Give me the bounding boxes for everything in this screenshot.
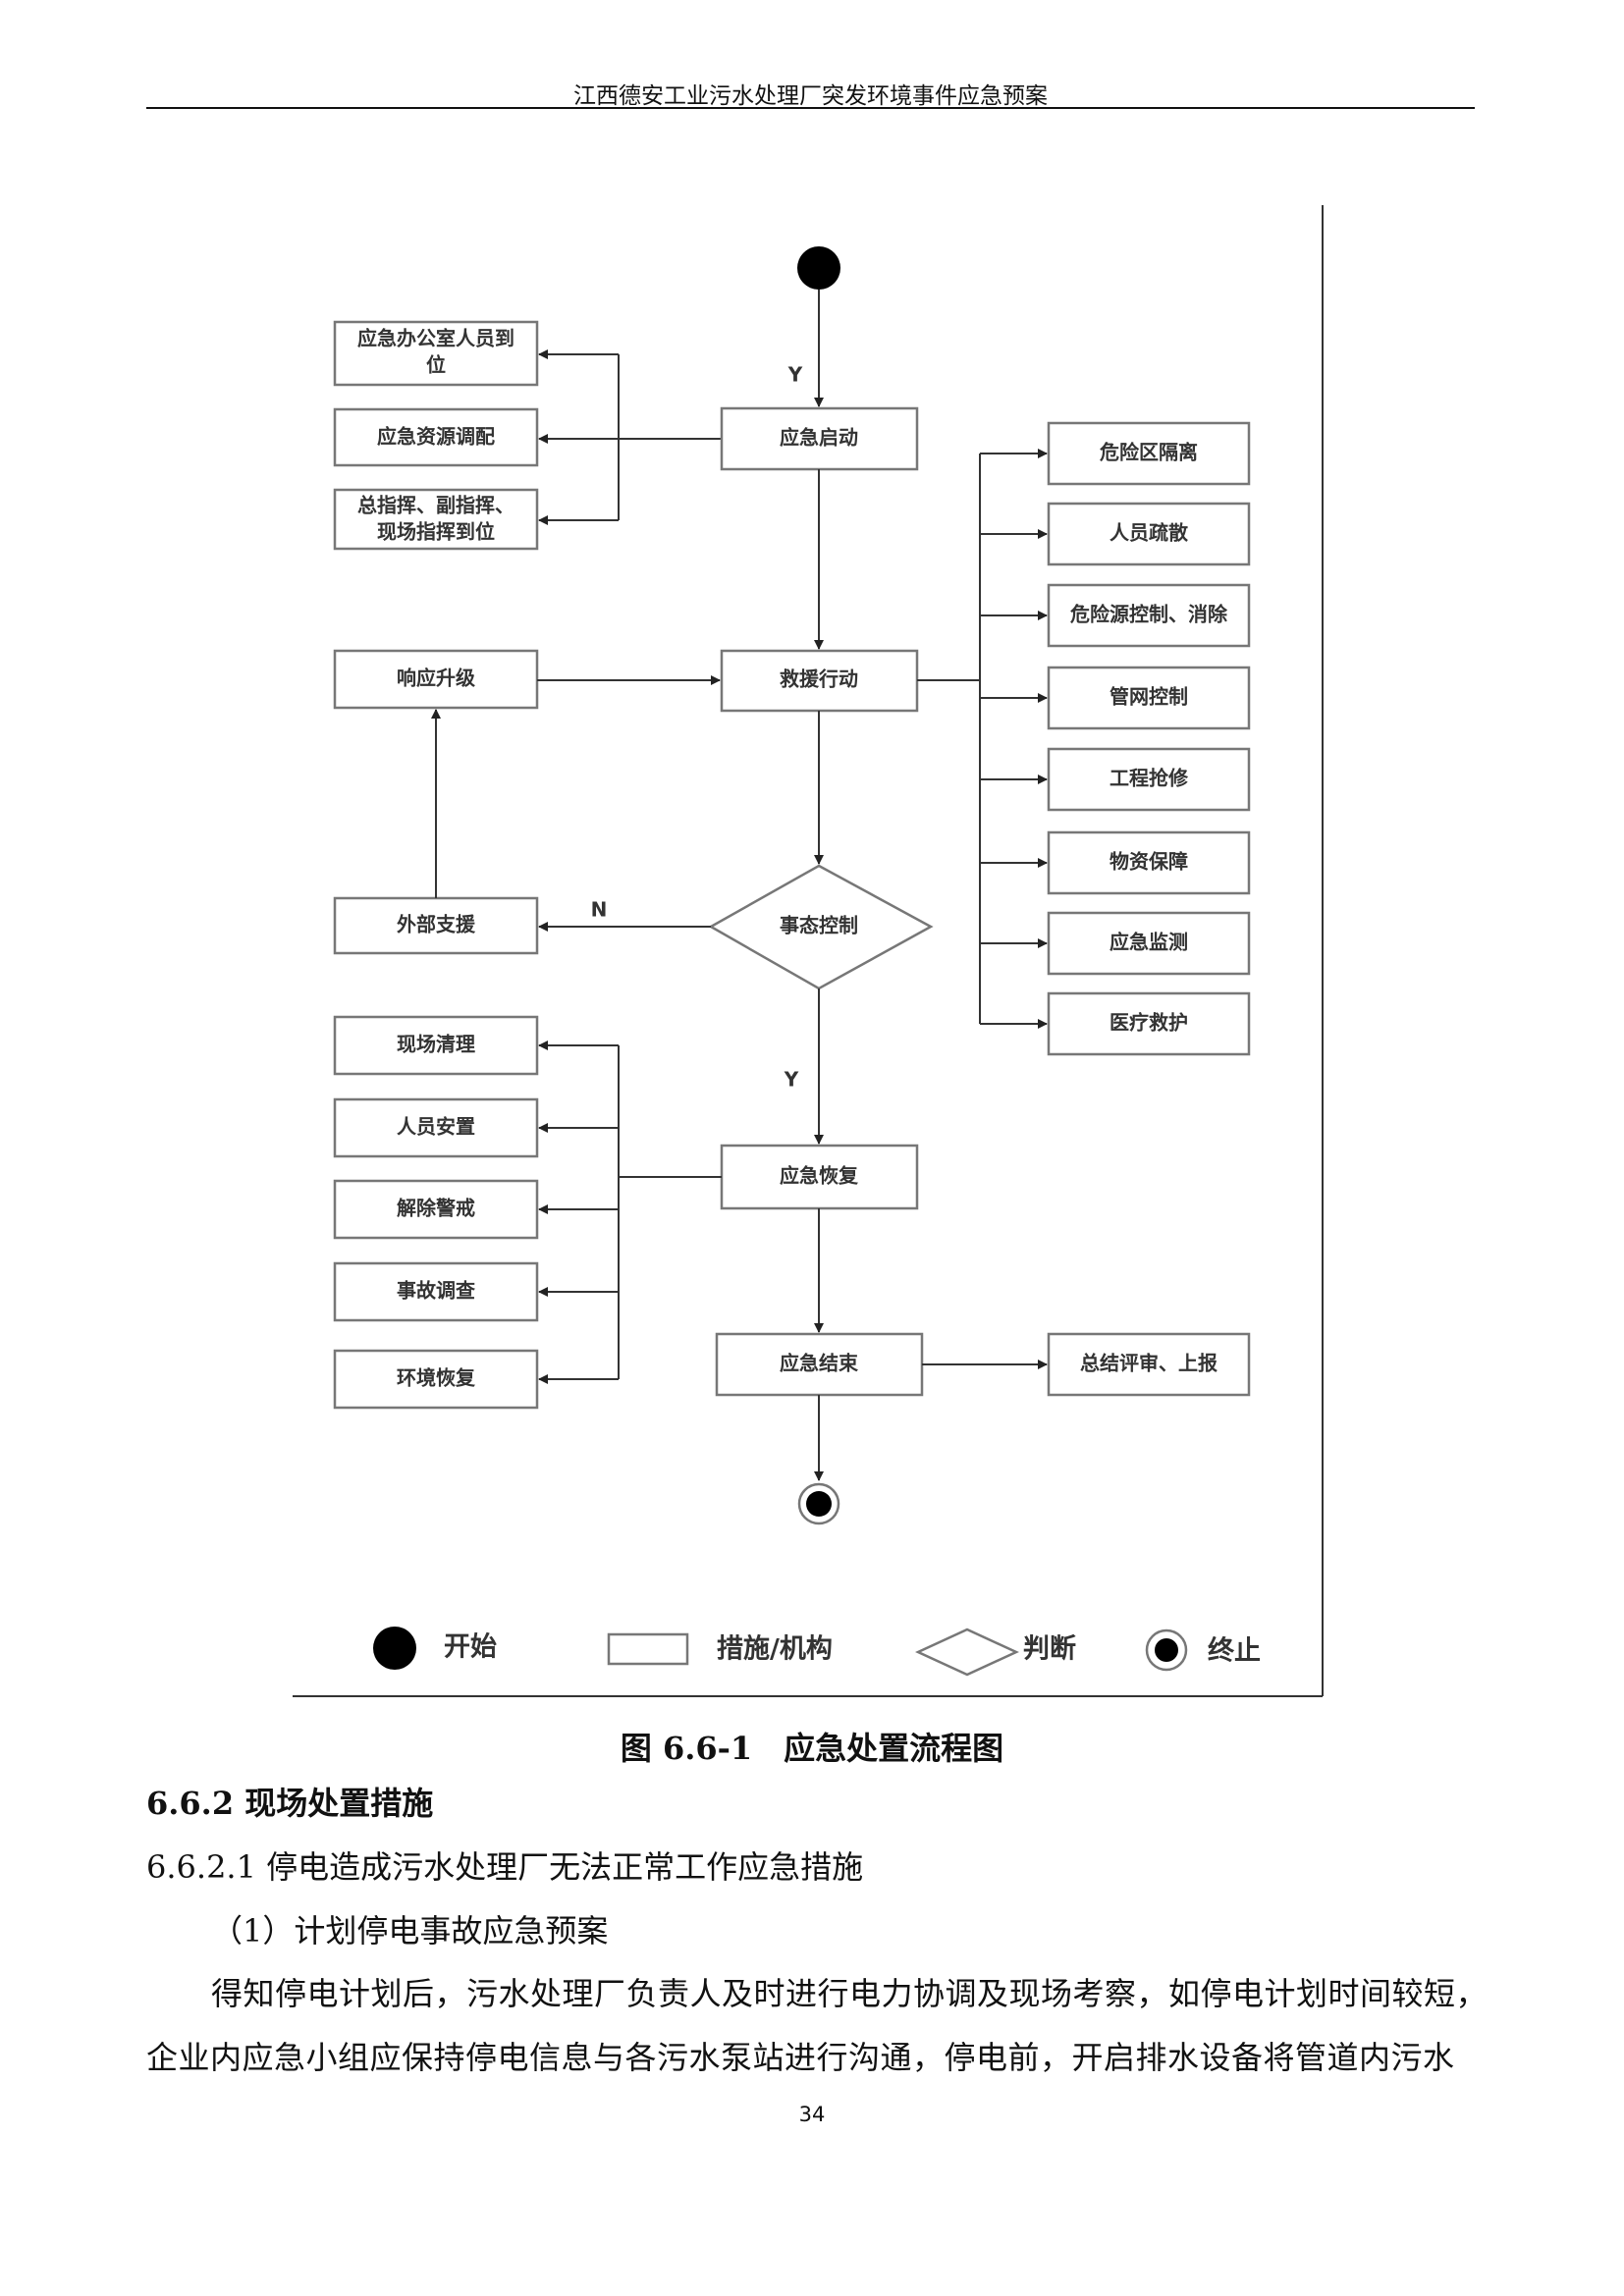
paragraph-line: 得知停电计划后，污水处理厂负责人及时进行电力协调及现场考察，如停电计划时间较短， [211,1975,1489,2012]
box-label: 应急恢复 [780,1164,859,1188]
box-label: 现场清理 [397,1033,475,1056]
emergency-flowchart: Y 应急办公室人员到 位 应急资源调配 总指挥、副指挥、 现场指挥到位 应急启动… [293,205,1324,1697]
box-activate [720,406,919,471]
figure-caption: 图 6.6-1 应急处置流程图 [620,1730,1004,1767]
start-node [797,246,840,290]
box-action [333,1097,539,1158]
yes-label: Y [787,363,803,387]
box-label: 现场指挥到位 [377,520,495,544]
box-label: 外部支援 [397,913,476,936]
box-rescue [720,649,919,713]
page-header-title: 江西德安工业污水处理厂突发环境事件应急预案 [573,83,1048,109]
legend-measure-icon [607,1632,689,1666]
legend-label: 判断 [1023,1634,1076,1665]
no-label: N [591,898,608,922]
box-label: 危险源控制、消除 [1070,603,1228,626]
box-label: 解除警戒 [397,1197,475,1220]
box-label: 应急启动 [780,426,858,450]
legend-label: 终止 [1208,1635,1261,1667]
recover-action-boxes: 现场清理 人员安置 解除警戒 事故调查 环境恢复 [333,1015,619,1410]
paragraph-line: 企业内应急小组应保持停电信息与各污水泵站进行沟通，停电前，开启排水设备将管道内污… [146,2039,1455,2076]
box-external [333,896,539,955]
box-label: 人员疏散 [1110,521,1189,545]
box-recover [720,1144,919,1210]
legend-label: 措施/机构 [717,1634,833,1665]
box-label: 管网控制 [1110,685,1188,709]
box-label: 环境恢复 [397,1366,476,1390]
box-label: 应急监测 [1110,931,1188,954]
legend-start-icon [373,1627,416,1670]
page-number: 34 [798,2103,826,2126]
diamond-label: 事态控制 [780,914,858,937]
box-action [1047,421,1251,486]
box-action [1047,911,1251,976]
box-action [1047,830,1251,895]
section-heading: 6.6.2 现场处置措施 [146,1785,434,1822]
box-label: 总结评审、上报 [1080,1352,1218,1375]
box-action [333,1261,539,1322]
box-label: 人员安置 [397,1115,475,1139]
legend-decision-icon [915,1628,1019,1677]
right-action-boxes: 危险区隔离 人员疏散 危险源控制、消除 管网控制 工程抢修 物资保障 应急监测 … [980,421,1251,1056]
box-label: 物资保障 [1110,850,1188,874]
box-label: 事故调查 [397,1279,475,1303]
legend: 开始 措施/机构 判断 终止 [373,1627,1261,1677]
yes-label: Y [784,1068,799,1092]
box-office-staff [333,320,539,387]
box-label: 救援行动 [780,667,858,691]
box-label: 应急资源调配 [377,425,495,449]
subsection-heading: 6.6.2.1 停电造成污水处理厂无法正常工作应急措施 [146,1848,864,1886]
legend-label: 开始 [444,1631,497,1663]
box-action [1047,747,1251,812]
box-label: 响应升级 [397,667,475,690]
box-label: 应急结束 [780,1352,859,1375]
box-summary [1047,1332,1251,1397]
box-action [1047,991,1251,1056]
box-label: 应急办公室人员到 [357,327,514,350]
box-commanders [333,488,539,551]
box-action [333,1179,539,1240]
item-heading: （1）计划停电事故应急预案 [211,1912,609,1949]
box-action [1047,666,1251,730]
box-label: 总指挥、副指挥、 [357,494,514,517]
box-label: 危险区隔离 [1100,441,1198,464]
box-label: 医疗救护 [1110,1011,1188,1035]
box-action [333,1349,539,1410]
box-resource [333,407,539,467]
box-action [1047,502,1251,566]
box-label: 位 [426,353,446,377]
header-divider [146,107,1475,109]
box-label: 工程抢修 [1110,767,1189,790]
box-action [333,1015,539,1076]
box-action [1047,583,1251,648]
end-node-core [806,1491,832,1517]
